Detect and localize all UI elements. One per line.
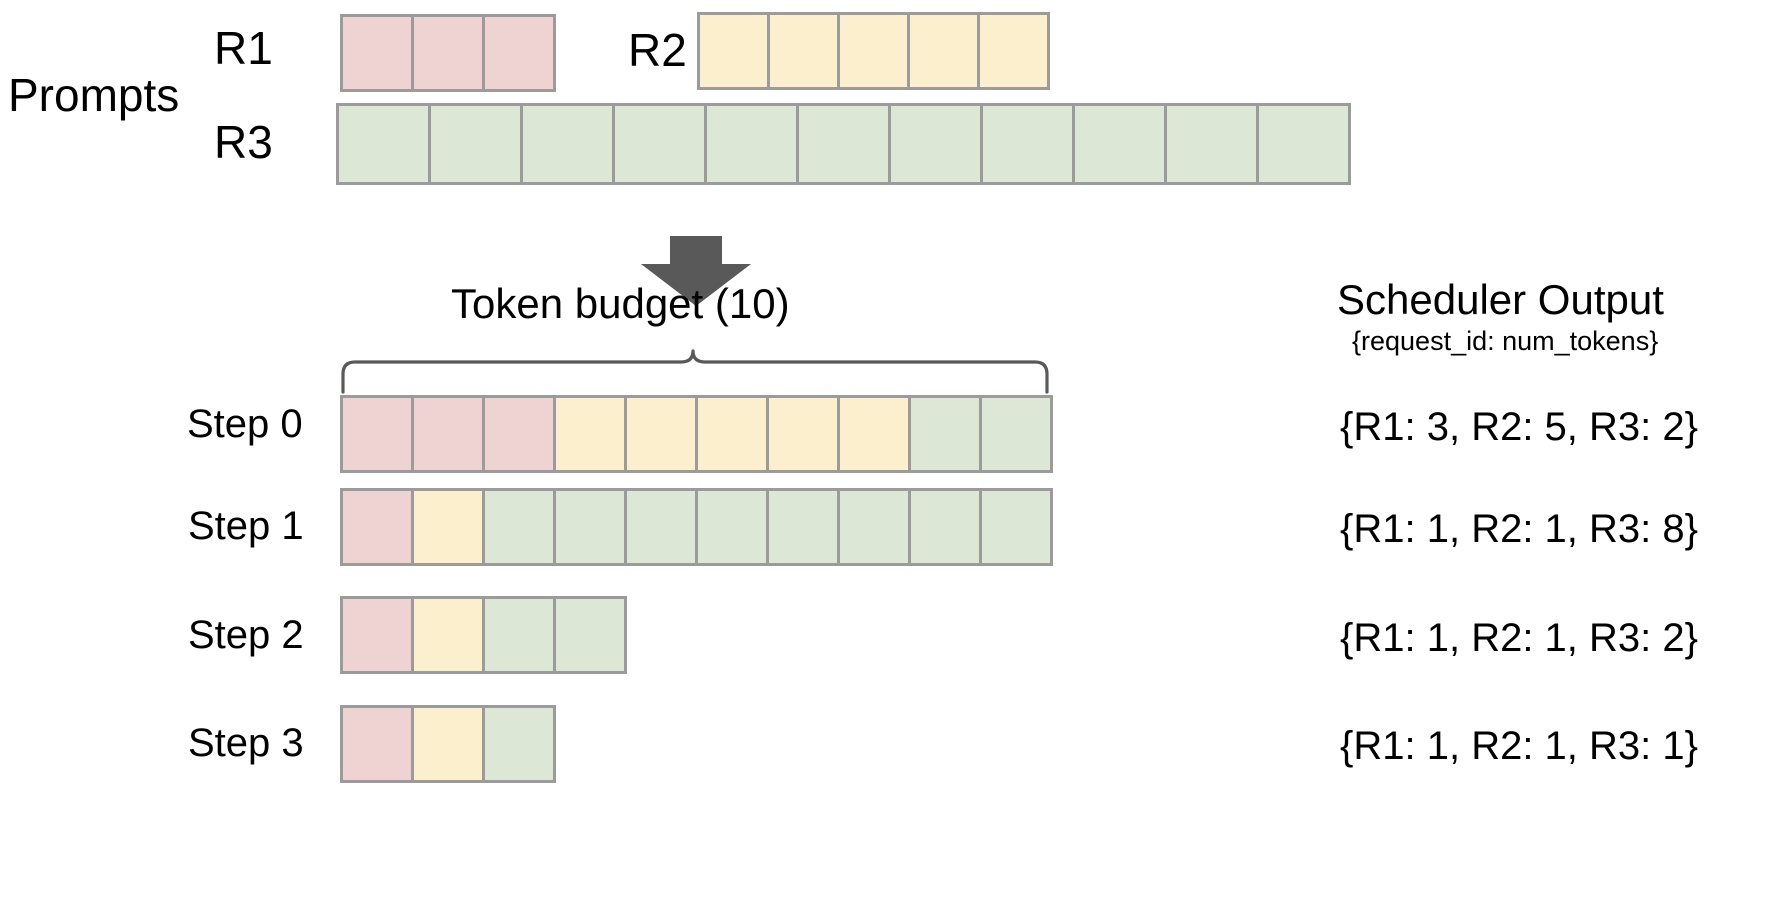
prompt-row-r2 [697, 12, 1050, 90]
scheduler-output-2: {R1: 1, R2: 1, R3: 2} [1340, 616, 1698, 660]
token-cell-r1 [414, 398, 482, 470]
token-cell-r2 [769, 398, 837, 470]
token-cell-r3 [982, 491, 1050, 563]
scheduler-output-1: {R1: 1, R2: 1, R3: 8} [1340, 507, 1698, 551]
token-cell-r3 [431, 106, 520, 182]
step-label-1: Step 1 [188, 504, 304, 548]
token-cell-r3 [840, 491, 908, 563]
token-cell-r2 [910, 15, 977, 87]
token-cell-r3 [707, 106, 796, 182]
token-cell-r3 [339, 106, 428, 182]
step-label-3: Step 3 [188, 721, 304, 765]
scheduler-output-0: {R1: 3, R2: 5, R3: 2} [1340, 405, 1698, 449]
token-cell-r3 [485, 599, 553, 671]
token-cell-r2 [700, 15, 767, 87]
token-cell-r3 [982, 398, 1050, 470]
step-row-1 [340, 488, 1053, 566]
token-cell-r1 [343, 599, 411, 671]
scheduler-output-title: Scheduler Output [1337, 276, 1664, 323]
token-cell-r3 [556, 491, 624, 563]
token-cell-r3 [615, 106, 704, 182]
token-cell-r2 [414, 599, 482, 671]
token-cell-r1 [485, 17, 553, 89]
token-cell-r3 [983, 106, 1072, 182]
step-row-0 [340, 395, 1053, 473]
token-cell-r2 [414, 708, 482, 780]
step-row-2 [340, 596, 627, 674]
token-cell-r3 [911, 398, 979, 470]
token-cell-r1 [485, 398, 553, 470]
token-cell-r3 [911, 491, 979, 563]
token-cell-r2 [414, 491, 482, 563]
token-cell-r3 [556, 599, 624, 671]
token-cell-r3 [891, 106, 980, 182]
token-cell-r2 [840, 15, 907, 87]
token-cell-r3 [485, 708, 553, 780]
prompt-label-r3: R3 [214, 116, 273, 168]
prompt-row-r1 [340, 14, 556, 92]
token-budget-label: Token budget (10) [451, 280, 790, 327]
token-cell-r3 [1075, 106, 1164, 182]
token-cell-r1 [414, 17, 482, 89]
token-cell-r1 [343, 708, 411, 780]
down-arrow-icon [636, 236, 756, 306]
token-cell-r1 [343, 17, 411, 89]
token-cell-r3 [523, 106, 612, 182]
token-cell-r1 [343, 398, 411, 470]
token-cell-r3 [627, 491, 695, 563]
token-cell-r2 [840, 398, 908, 470]
step-row-3 [340, 705, 556, 783]
token-cell-r3 [769, 491, 837, 563]
token-cell-r3 [799, 106, 888, 182]
scheduler-output-subtitle: {request_id: num_tokens} [1352, 326, 1659, 356]
step-label-0: Step 0 [187, 402, 303, 446]
token-cell-r2 [556, 398, 624, 470]
prompt-label-r2: R2 [628, 24, 687, 76]
scheduler-output-3: {R1: 1, R2: 1, R3: 1} [1340, 724, 1698, 768]
token-cell-r2 [627, 398, 695, 470]
token-cell-r3 [698, 491, 766, 563]
token-cell-r2 [980, 15, 1047, 87]
token-cell-r2 [770, 15, 837, 87]
step-label-2: Step 2 [188, 613, 304, 657]
token-cell-r3 [485, 491, 553, 563]
token-cell-r1 [343, 491, 411, 563]
token-cell-r3 [1167, 106, 1256, 182]
prompt-label-r1: R1 [214, 22, 273, 74]
prompts-section-label: Prompts [8, 69, 180, 121]
token-cell-r3 [1259, 106, 1348, 182]
prompt-row-r3 [336, 103, 1351, 185]
token-budget-brace [340, 348, 1050, 394]
token-cell-r2 [698, 398, 766, 470]
